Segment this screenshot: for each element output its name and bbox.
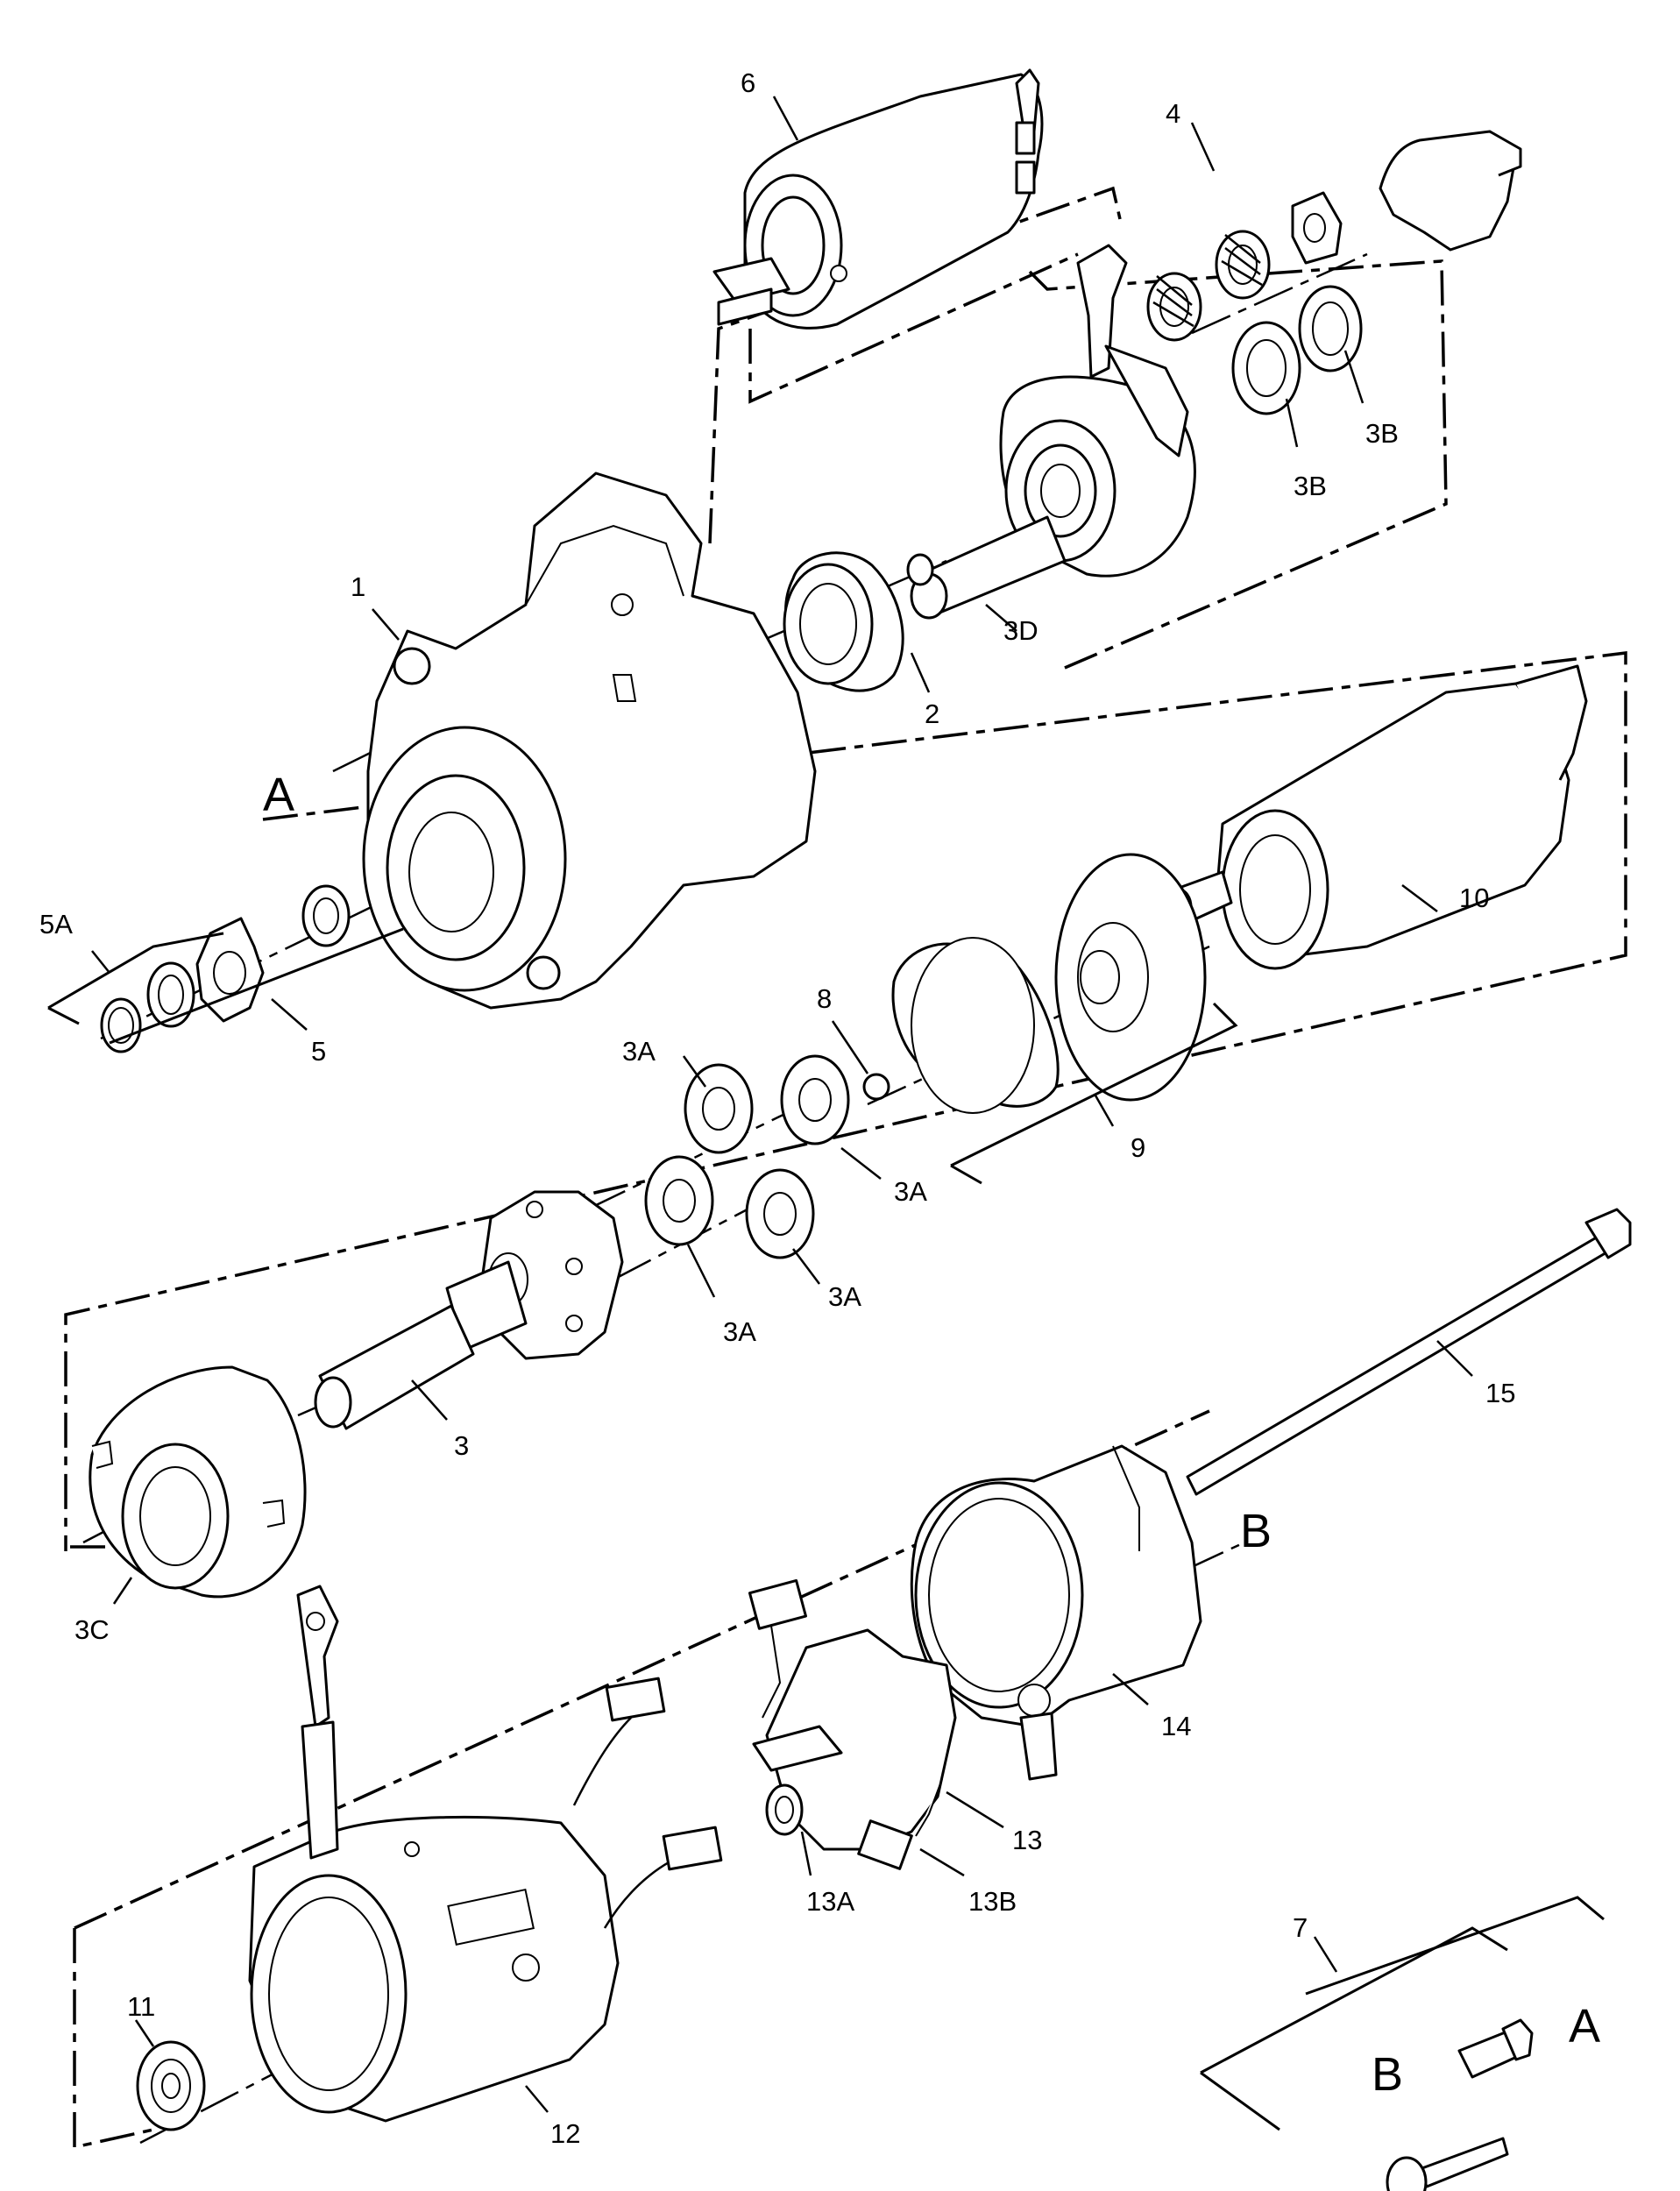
- spring-2: [1215, 230, 1271, 300]
- label-4: 4: [1166, 98, 1180, 129]
- planet-gear-4: [745, 1168, 815, 1259]
- label-3: 3: [454, 1430, 469, 1461]
- label-3A-bottom-right: 3A: [828, 1281, 861, 1312]
- lever-and-drive-group-4: [906, 130, 1522, 620]
- leader-lines: [91, 96, 1473, 2113]
- through-bolt-part-15: [1186, 1208, 1632, 1496]
- label-15: 15: [1485, 1378, 1515, 1408]
- solenoid-part-6: [712, 68, 1044, 330]
- label-1: 1: [351, 571, 365, 602]
- label-11: 11: [127, 1991, 155, 2022]
- planet-gear-2: [780, 1054, 850, 1145]
- bearing-part-2: [783, 551, 904, 692]
- label-13A: 13A: [806, 1886, 854, 1917]
- ref-letter-B-right: B: [1240, 1505, 1272, 1557]
- planet-gear-3: [644, 1155, 714, 1246]
- planet-gear-1: [684, 1063, 754, 1154]
- ref-letter-B-kit: B: [1372, 2048, 1403, 2101]
- brush-spring-part-13A: [765, 1783, 804, 1836]
- label-10: 10: [1459, 883, 1489, 913]
- ref-letter-A-left: A: [263, 769, 294, 821]
- end-frame-part-14: [910, 1444, 1202, 1781]
- label-3B-left: 3B: [1294, 471, 1327, 501]
- label-9: 9: [1131, 1132, 1145, 1163]
- label-8: 8: [817, 983, 832, 1014]
- label-12: 12: [550, 2118, 580, 2149]
- field-frame-part-12: [248, 1585, 723, 2123]
- label-3D: 3D: [1003, 615, 1038, 646]
- group-brackets: [47, 927, 1605, 2131]
- ball-part-8: [862, 1073, 890, 1101]
- label-13: 13: [1012, 1825, 1042, 1855]
- label-13B: 13B: [968, 1886, 1017, 1917]
- label-7: 7: [1293, 1912, 1308, 1943]
- label-2: 2: [925, 698, 939, 729]
- label-3A-top-left: 3A: [622, 1036, 656, 1067]
- drive-housing-part-1: [362, 472, 817, 1010]
- armature-part-10: [1165, 664, 1588, 970]
- label-3C: 3C: [74, 1614, 110, 1645]
- reference-letters: A B B A: [263, 769, 1600, 2101]
- planet-gears-3A: [644, 1054, 850, 1259]
- screw-kit-group-7: [1386, 2018, 1534, 2191]
- label-14: 14: [1161, 1711, 1191, 1741]
- label-3A-top-right: 3A: [894, 1176, 927, 1207]
- part-labels: 6 4 1 2 3D 3B 3B 10 5A 5 8 3A 3A 9 3A 3A…: [39, 67, 1515, 2149]
- gear-housing-part-3C: [89, 1365, 307, 1599]
- label-6: 6: [741, 67, 755, 98]
- bearing-part-11: [136, 2040, 206, 2131]
- output-shaft-part-3: [314, 1190, 624, 1430]
- ring-and-plate-group-9: [891, 853, 1207, 1114]
- pinion-group-5: [100, 884, 351, 1053]
- ref-letter-A-kit: A: [1569, 2000, 1600, 2053]
- spring-1: [1146, 272, 1202, 342]
- label-5: 5: [311, 1036, 326, 1067]
- label-5A: 5A: [39, 909, 73, 940]
- label-3B-right: 3B: [1365, 418, 1399, 449]
- brush-holder-part-13: [748, 1578, 957, 1870]
- label-3A-bottom-left: 3A: [723, 1316, 756, 1347]
